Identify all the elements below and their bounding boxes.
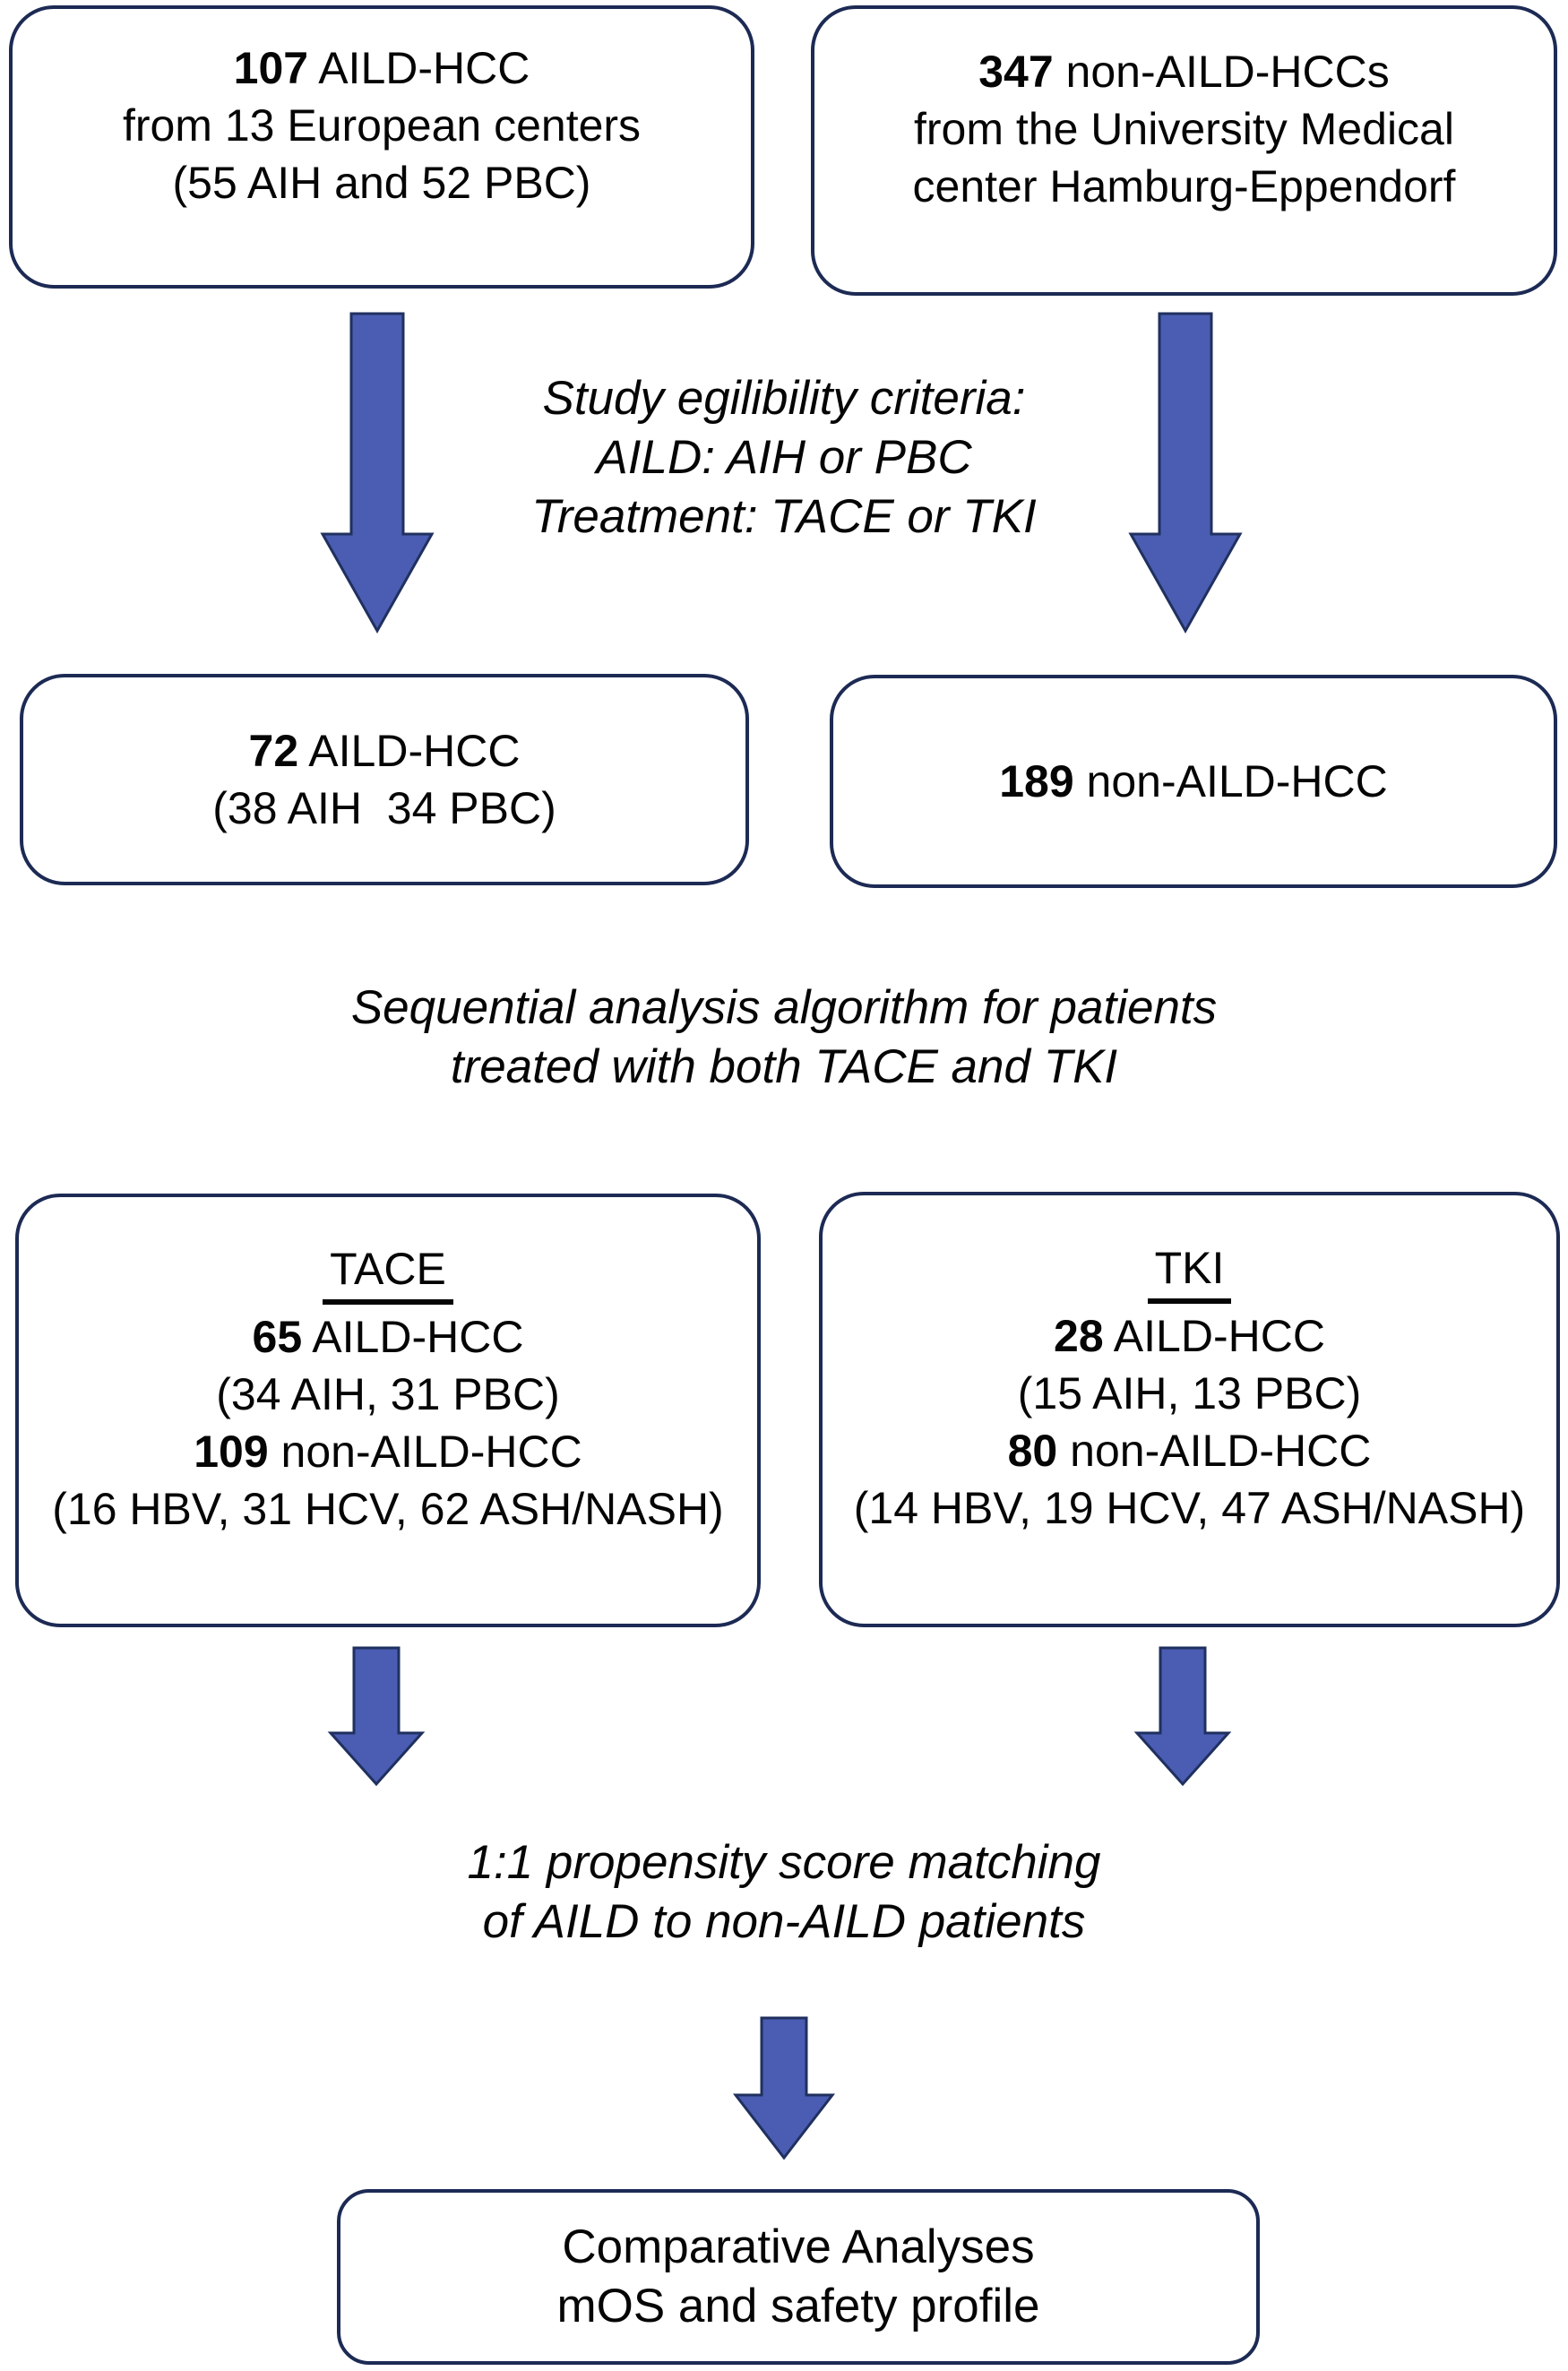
box-comparative-line-2: mOS and safety profile [556, 2280, 1040, 2332]
eligibility-criteria-line-2: AILD: AIH or PBC [596, 431, 972, 484]
box-tace-line-3: 109 non-AILD-HCC [194, 1427, 582, 1477]
box-eligible-aild: 72 AILD-HCC (38 AIH 34 PBC) [20, 674, 749, 885]
box-eligible-non-aild-line-1: 189 non-AILD-HCC [999, 756, 1388, 806]
down-arrow-icon-aild-eligibility [320, 312, 435, 634]
box-tace-line-1: 65 AILD-HCC [252, 1312, 524, 1362]
box-eligible-aild-line-2: (38 AIH 34 PBC) [212, 783, 556, 833]
propensity-matching-note: 1:1 propensity score matching of AILD to… [336, 1833, 1232, 1952]
eligibility-criteria-note: Study egilibility criteria: AILD: AIH or… [336, 369, 1232, 547]
non-aild-cohort-label: non-AILD-HCCs [1053, 47, 1390, 97]
aild-cohort-count: 107 [233, 43, 309, 93]
aild-cohort-label: AILD-HCC [308, 43, 530, 93]
non-aild-cohort-count: 347 [978, 47, 1054, 97]
box-eligible-non-aild: 189 non-AILD-HCC [830, 675, 1557, 888]
down-arrow-icon-tki-matching [1133, 1646, 1232, 1787]
box-comparative-line-1: Comparative Analyses [562, 2220, 1035, 2273]
tki-aild-count: 28 [1054, 1311, 1104, 1361]
tace-header: TACE [323, 1240, 453, 1305]
box-tace-line-2: (34 AIH, 31 PBC) [216, 1369, 560, 1419]
eligibility-criteria-line-1: Study egilibility criteria: [542, 372, 1026, 425]
box-non-aild-cohort-line-1: 347 non-AILD-HCCs [978, 43, 1390, 100]
sequential-analysis-note: Sequential analysis algorithm for patien… [246, 979, 1322, 1097]
box-aild-cohort-line-2: from 13 European centers [122, 100, 642, 151]
tace-aild-count: 65 [252, 1312, 303, 1362]
box-tace-group: TACE 65 AILD-HCC (34 AIH, 31 PBC) 109 no… [15, 1194, 761, 1627]
tki-header: TKI [1147, 1239, 1232, 1304]
box-aild-cohort-line-1: 107 AILD-HCC [234, 39, 530, 97]
propensity-matching-line-1: 1:1 propensity score matching [467, 1836, 1101, 1889]
tace-non-aild-count: 109 [194, 1427, 269, 1477]
box-tki-line-2: (15 AIH, 13 PBC) [1017, 1368, 1362, 1418]
box-non-aild-cohort-line-2: from the University Medical [914, 104, 1454, 154]
box-tace-line-4: (16 HBV, 31 HCV, 62 ASH/NASH) [52, 1484, 724, 1534]
down-arrow-icon-tace-matching [327, 1646, 426, 1787]
box-tki-group: TKI 28 AILD-HCC (15 AIH, 13 PBC) 80 non-… [819, 1192, 1560, 1627]
box-tki-line-1: 28 AILD-HCC [1054, 1311, 1325, 1361]
box-eligible-aild-line-1: 72 AILD-HCC [248, 726, 521, 776]
box-non-aild-cohort: 347 non-AILD-HCCs from the University Me… [811, 5, 1557, 296]
sequential-analysis-line-1: Sequential analysis algorithm for patien… [350, 981, 1218, 1034]
eligibility-criteria-line-3: Treatment: TACE or TKI [531, 490, 1037, 543]
propensity-matching-line-2: of AILD to non-AILD patients [482, 1895, 1086, 1948]
box-aild-cohort: 107 AILD-HCC from 13 European centers (5… [9, 5, 754, 289]
box-aild-cohort-line-3: (55 AIH and 52 PBC) [172, 158, 591, 208]
box-tki-line-3: 80 non-AILD-HCC [1007, 1426, 1372, 1476]
box-tki-line-4: (14 HBV, 19 HCV, 47 ASH/NASH) [853, 1483, 1526, 1533]
eligible-non-aild-count: 189 [999, 756, 1074, 806]
down-arrow-icon-final-analysis [732, 2016, 836, 2160]
box-non-aild-cohort-line-3: center Hamburg-Eppendorf [912, 161, 1456, 211]
sequential-analysis-line-2: treated with both TACE and TKI [450, 1040, 1118, 1093]
box-comparative-analyses: Comparative Analyses mOS and safety prof… [337, 2189, 1260, 2365]
eligible-aild-count: 72 [248, 726, 299, 776]
down-arrow-icon-non-aild-eligibility [1128, 312, 1243, 634]
tki-non-aild-count: 80 [1007, 1426, 1058, 1476]
